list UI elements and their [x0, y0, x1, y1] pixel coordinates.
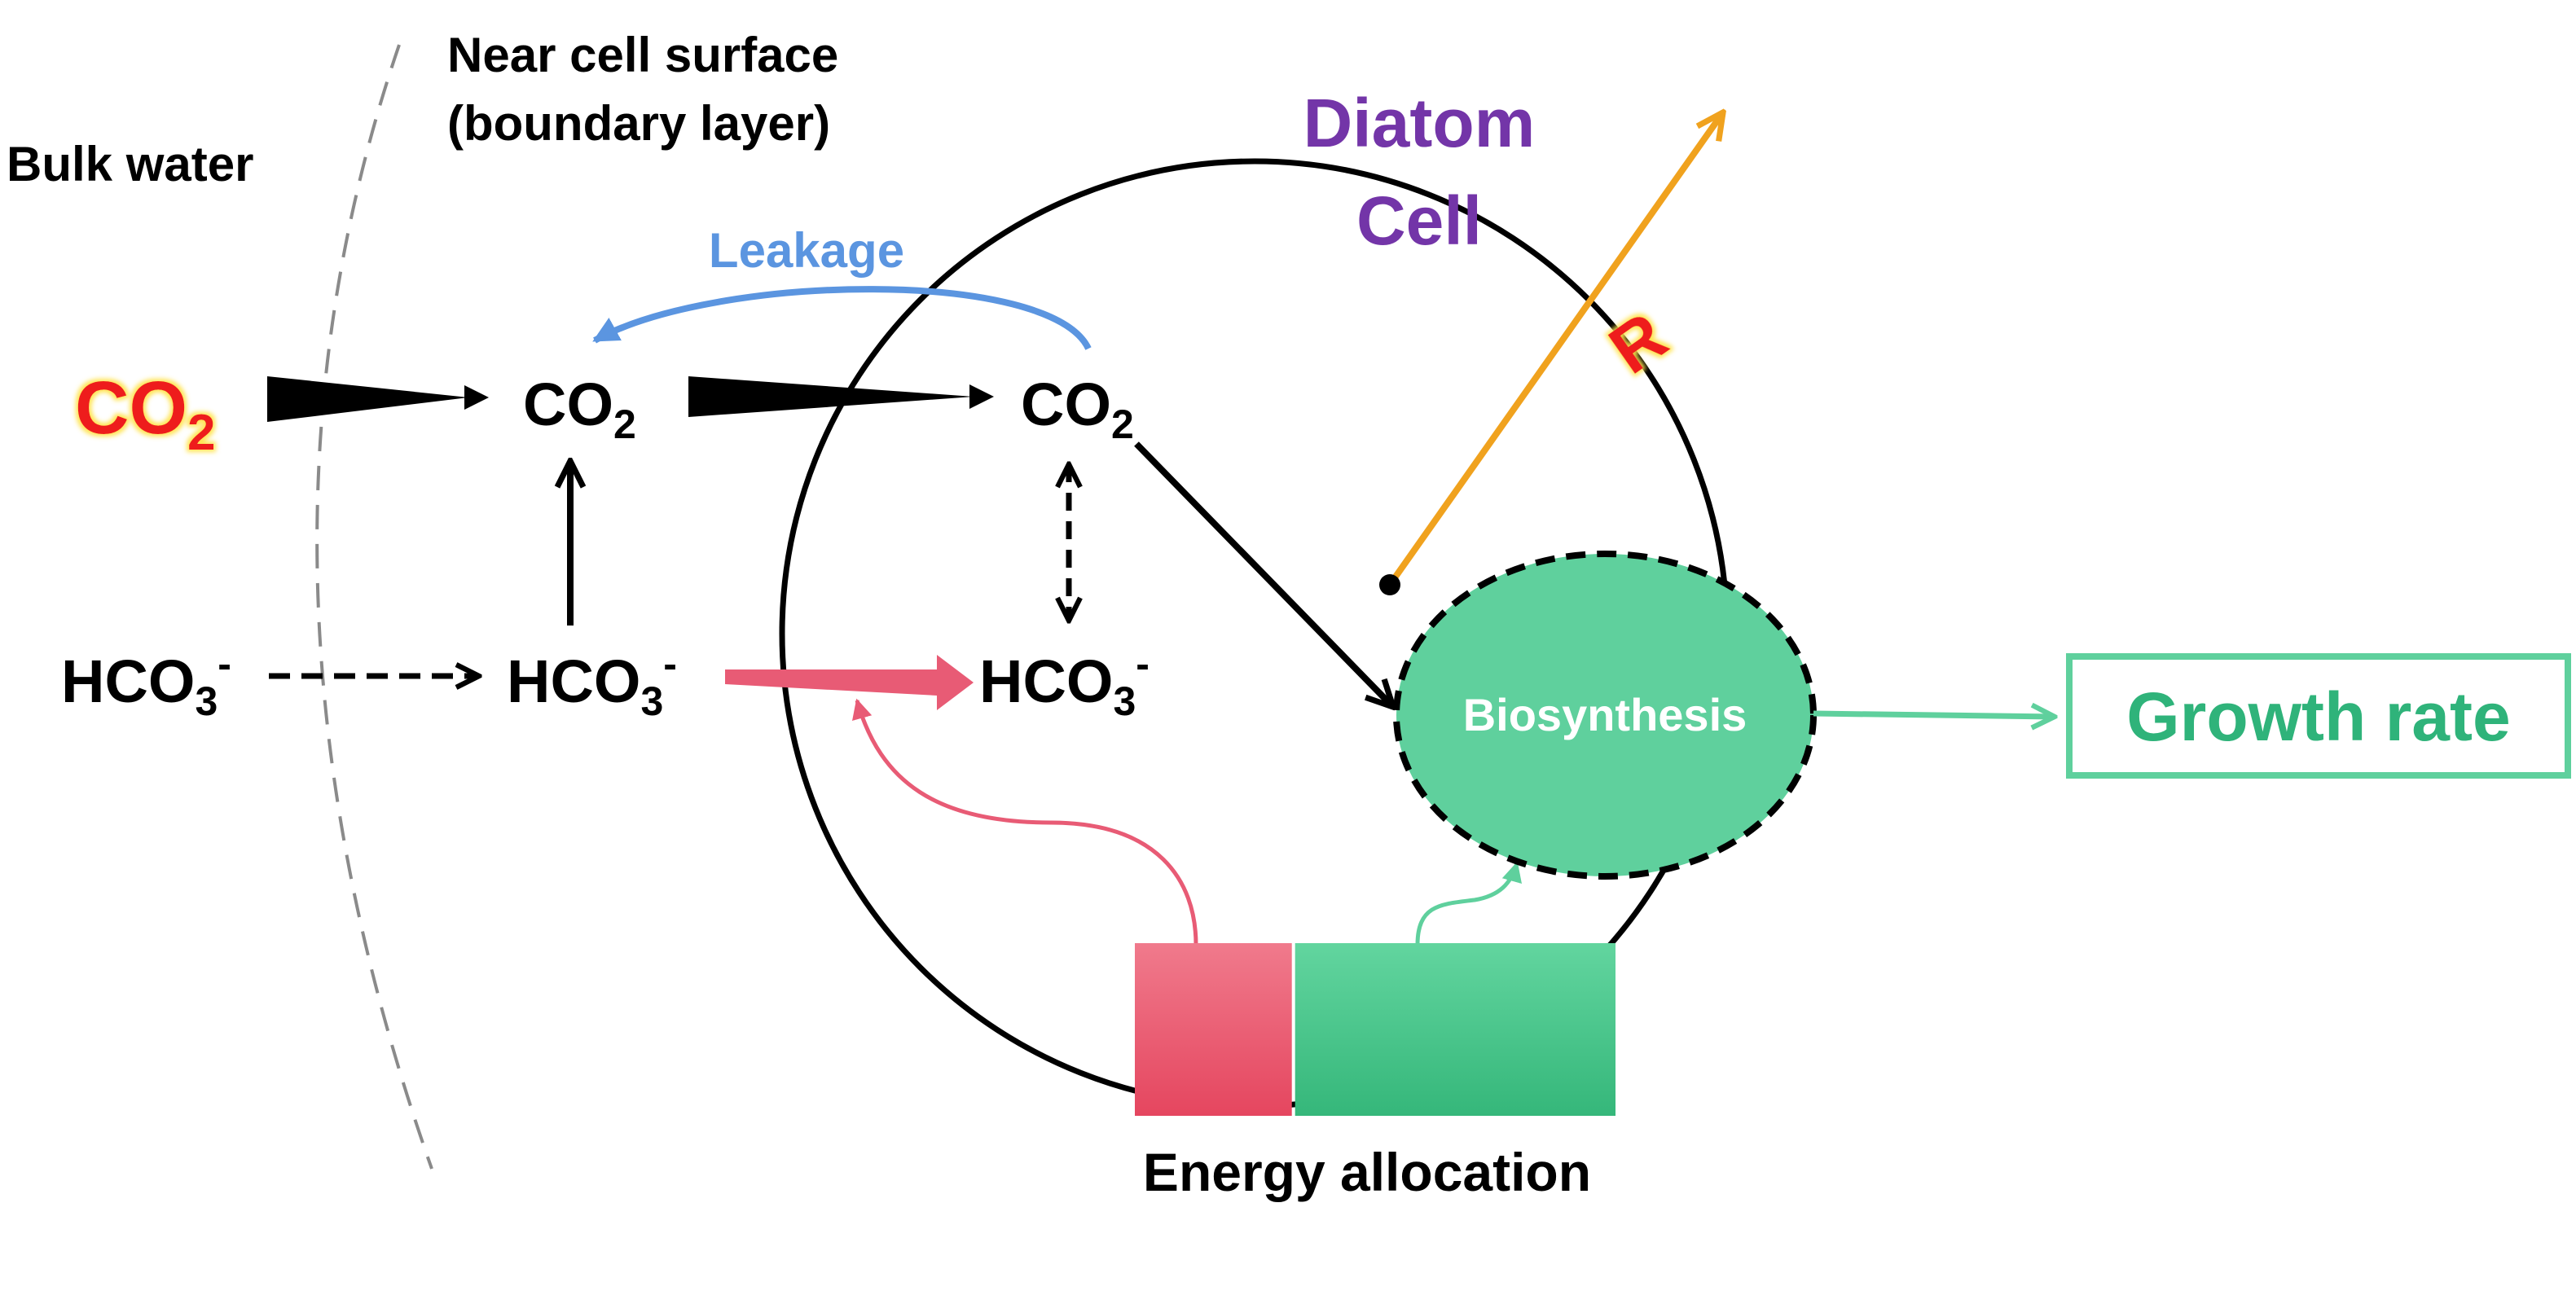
- bulk-bicarbonate-label: HCO3-: [61, 641, 231, 724]
- radius-label: R: [1596, 297, 1681, 388]
- diatom-label-line2: Cell: [1356, 182, 1482, 259]
- energy-to-biosynthesis-arrow: [1415, 861, 1522, 946]
- radius-arrow: [1387, 112, 1723, 587]
- leakage-arrow: [592, 286, 1092, 350]
- co2-to-biosynthesis-arrow: [1134, 441, 1393, 707]
- intracellular-bicarbonate-label: HCO3-: [979, 641, 1150, 724]
- growth-rate-box: [2066, 653, 2571, 779]
- bulk-water-label: Bulk water: [7, 137, 253, 191]
- co2-influx-arrowhead-1: [464, 385, 489, 410]
- energy-allocation-biosynthesis-bar: [1295, 943, 1615, 1116]
- growth-rate-label: Growth rate: [2126, 678, 2510, 755]
- near-surface-label-line1: Near cell surface: [447, 28, 838, 82]
- boundary-layer-line: [315, 44, 433, 1170]
- intracellular-co2-label: CO2: [1021, 371, 1134, 447]
- energy-to-transport-arrow: [852, 698, 1198, 946]
- near-surface-label-line2: (boundary layer): [447, 96, 830, 151]
- surface-co2-label: CO2: [523, 371, 636, 447]
- biosynthesis-to-growth-arrow: [1813, 713, 2055, 717]
- surface-bicarbonate-label: HCO3-: [507, 641, 677, 724]
- bulk-co2-label: CO2: [75, 367, 215, 461]
- cell-center-dot: [1379, 574, 1400, 595]
- bicarbonate-transport-arrow: [725, 655, 974, 710]
- diatom-label-line1: Diatom: [1303, 85, 1536, 161]
- energy-allocation-label: Energy allocation: [1143, 1142, 1591, 1202]
- co2-influx-wedge-1: [267, 376, 468, 422]
- energy-allocation-transport-bar: [1135, 943, 1292, 1116]
- biosynthesis-label: Biosynthesis: [1463, 689, 1747, 740]
- co2-influx-arrowhead-2: [969, 384, 994, 409]
- leakage-label: Leakage: [709, 223, 904, 278]
- co2-influx-wedge-2: [688, 376, 974, 417]
